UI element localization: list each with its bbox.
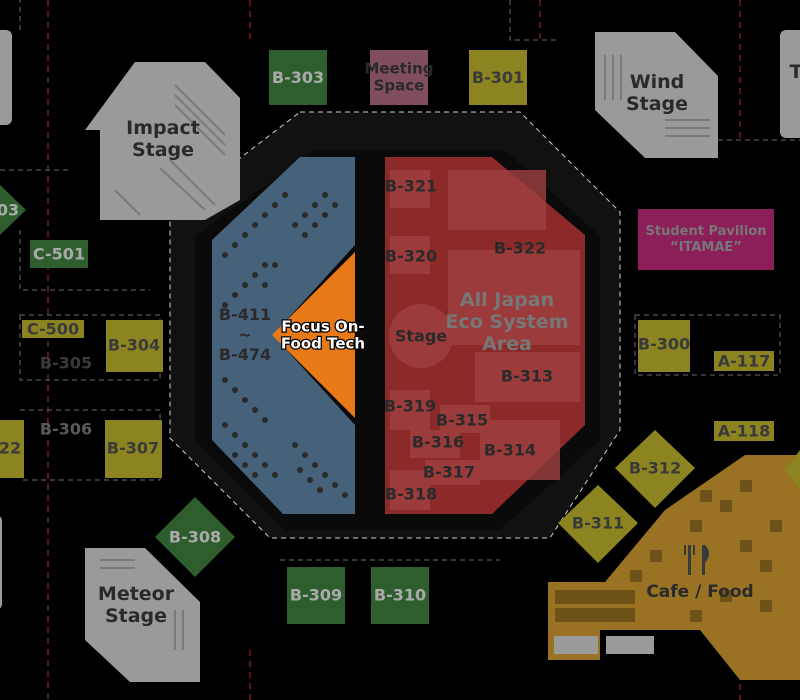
- edge-booth-22-label: 22: [0, 439, 21, 458]
- edge-stage-right-glyph: T: [790, 61, 800, 83]
- path-boundaries: [0, 0, 800, 561]
- booth-b301[interactable]: [469, 50, 527, 105]
- focus-on-food-tech[interactable]: [272, 252, 355, 418]
- booth-c501-label: C-501: [33, 245, 85, 264]
- booth-c501[interactable]: [30, 240, 88, 268]
- booth-b311-label: B-311: [572, 514, 624, 533]
- booth-b319-label: B-319: [384, 397, 436, 416]
- edge-booth-03[interactable]: [0, 185, 26, 235]
- booth-c500-label: C-500: [27, 320, 79, 339]
- booth-b307-label: B-307: [107, 439, 159, 458]
- edge-booth-right: [785, 450, 800, 490]
- booth-b300[interactable]: [638, 320, 690, 372]
- wind-stage-seating: [604, 55, 710, 137]
- eco-sub-booths: [389, 170, 580, 510]
- booth-b310[interactable]: [371, 567, 429, 624]
- cafe-seating: [555, 480, 782, 622]
- cutlery-icon: [684, 545, 709, 575]
- booth-b308[interactable]: [155, 497, 235, 577]
- booth-a117-label: A-117: [718, 352, 770, 371]
- edge-booth-22[interactable]: [0, 420, 24, 478]
- edge-booth-03-label: 03: [0, 201, 19, 220]
- student-pavilion-label: Student Pavilion“ITAMAE”: [646, 224, 767, 255]
- booth-b312-label: B-312: [629, 459, 681, 478]
- booth-a117[interactable]: [714, 351, 774, 371]
- booth-b317-label: B-317: [423, 463, 475, 482]
- impact-stage[interactable]: [85, 62, 240, 220]
- wind-stage[interactable]: [595, 32, 718, 158]
- student-pavilion[interactable]: [638, 209, 774, 270]
- booth-b300-label: B-300: [638, 335, 690, 354]
- booth-b315-label: B-315: [436, 411, 488, 430]
- booth-b312[interactable]: [615, 430, 695, 508]
- grid-lines: [47, 0, 741, 700]
- booth-zone-b411-b474-label: B-411~B-474: [219, 305, 271, 364]
- booth-b309-label: B-309: [290, 586, 342, 605]
- booth-b304-label: B-304: [108, 336, 160, 355]
- edge-stage-right: [780, 30, 800, 138]
- booth-meeting-space[interactable]: [370, 50, 428, 105]
- booth-a118[interactable]: [714, 421, 774, 441]
- eco-stage-label: Stage: [395, 327, 447, 346]
- edge-stage-left-lower: [0, 516, 2, 609]
- booth-b322-label: B-322: [494, 239, 546, 258]
- focus-on-food-tech-label: Focus On-Food Tech: [281, 317, 365, 352]
- blue-zone-seating: [222, 192, 348, 498]
- booth-b320-label: B-320: [385, 247, 437, 266]
- booth-b309[interactable]: [287, 567, 345, 624]
- impact-stage-seating: [114, 84, 226, 216]
- cafe-counter-left: [554, 636, 598, 654]
- booth-a118-label: A-118: [718, 422, 770, 441]
- booth-b310-label: B-310: [374, 586, 426, 605]
- booth-b318-label: B-318: [385, 485, 437, 504]
- cafe-food-label: Cafe / Food: [646, 582, 753, 602]
- edge-stage-left: [0, 30, 12, 125]
- booth-b305-label: B-305: [40, 354, 92, 373]
- booth-b308-label: B-308: [169, 528, 221, 547]
- booth-b316-label: B-316: [412, 433, 464, 452]
- booth-zone-b411-b474[interactable]: [212, 157, 355, 514]
- booth-b307[interactable]: [105, 420, 162, 478]
- booth-b303-label: B-303: [272, 68, 324, 87]
- meteor-stage-seating: [100, 559, 184, 650]
- booth-b303[interactable]: [269, 50, 327, 105]
- meteor-stage[interactable]: [85, 548, 200, 682]
- booth-c500[interactable]: [22, 320, 84, 338]
- booth-b314-label: B-314: [484, 441, 536, 460]
- cafe-food-area[interactable]: [548, 455, 800, 680]
- booth-b321-label: B-321: [385, 177, 437, 196]
- cafe-counter-right: [606, 636, 654, 654]
- booth-b301-label: B-301: [472, 68, 524, 87]
- booth-b306-label: B-306: [40, 420, 92, 439]
- booth-b304[interactable]: [106, 320, 163, 372]
- booth-b311[interactable]: [558, 485, 638, 563]
- booth-b313-label: B-313: [501, 367, 553, 386]
